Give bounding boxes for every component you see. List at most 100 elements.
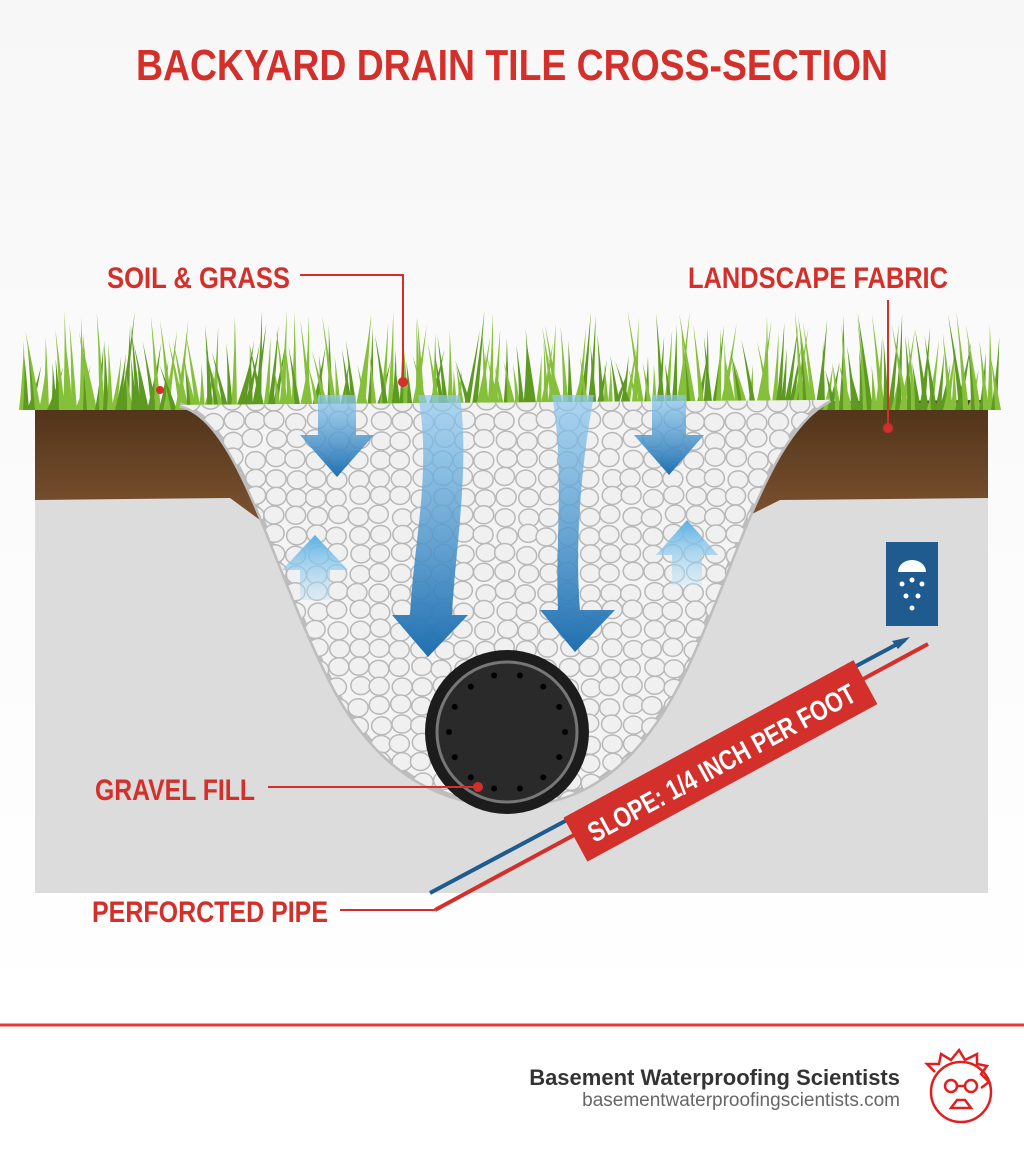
perforated-pipe-label: PERFORCTED PIPE — [92, 896, 328, 929]
gravel-stone — [601, 621, 624, 642]
gravel-stone — [661, 637, 684, 658]
grass-blade — [628, 368, 641, 410]
gravel-stone — [664, 504, 687, 524]
pipe-perforation — [467, 683, 474, 690]
grass-blade — [987, 323, 993, 410]
gravel-stone — [621, 675, 643, 696]
grass-blade — [427, 342, 441, 410]
gravel-stone — [390, 469, 412, 489]
gravel-stone — [347, 698, 369, 718]
gravel-stone — [704, 447, 726, 467]
gravel-stone — [578, 657, 601, 678]
gravel-stone — [392, 524, 414, 545]
grass-blade — [142, 341, 157, 410]
gravel-stone — [622, 449, 645, 470]
gravel-stone — [685, 486, 708, 506]
grass-blade — [447, 330, 453, 410]
gravel-stone — [664, 619, 686, 640]
gravel-stone — [325, 599, 348, 620]
gravel-stone — [496, 601, 518, 621]
grass-blade — [103, 340, 109, 410]
soil-grass-label: SOIL & GRASS — [107, 262, 290, 295]
grass-blade — [345, 340, 357, 410]
gravel-stone — [452, 561, 475, 582]
gravel-stone — [368, 676, 390, 697]
grass-blade — [679, 313, 697, 410]
gravel-stone — [325, 526, 347, 547]
grass-blade — [231, 315, 237, 410]
rain-shower-icon — [886, 542, 938, 626]
gravel-stone — [349, 620, 372, 641]
gravel-stone — [370, 411, 393, 431]
gravel-stone — [599, 504, 621, 525]
gravel-stone — [369, 450, 392, 470]
brand-url[interactable]: basementwaterproofingscientists.com — [582, 1090, 900, 1111]
grass-blade — [935, 352, 945, 410]
grass-blade — [663, 330, 673, 410]
grass-blade — [107, 342, 113, 410]
pipe-perforation — [491, 672, 498, 679]
gravel-stone — [495, 487, 517, 507]
footer-brand: Basement Waterproofing Scientists baseme… — [529, 1066, 900, 1112]
grass-blade — [406, 361, 413, 410]
gravel-stone — [265, 447, 287, 468]
callout-dot — [156, 386, 164, 394]
pipe-perforation — [540, 683, 547, 690]
grass-blade — [284, 338, 293, 410]
grass-blade — [276, 329, 289, 410]
grass-blade — [111, 355, 122, 410]
gravel-stone — [347, 507, 370, 527]
grass-blade — [239, 340, 255, 410]
grass-blade — [115, 353, 126, 410]
gravel-stone — [497, 619, 519, 639]
gravel-stone — [620, 618, 642, 639]
gravel-stone — [643, 675, 666, 695]
gravel-stone — [349, 638, 371, 658]
gravel-stone — [350, 544, 372, 564]
grass-blade — [979, 340, 989, 410]
grass-blade — [951, 359, 957, 410]
grass-blade — [597, 334, 605, 410]
gravel-stone — [724, 429, 747, 449]
grass-blade — [857, 311, 873, 410]
gravel-stone — [619, 468, 641, 488]
gravel-stone — [389, 694, 412, 714]
gravel-stone — [265, 429, 288, 449]
gravel-stone — [622, 715, 645, 735]
gravel-stone — [641, 468, 664, 489]
pipe-perforation — [562, 729, 568, 735]
gravel-stone — [328, 639, 351, 659]
pipe-perforation — [540, 774, 547, 781]
grass-blade — [183, 361, 197, 410]
gravel-fill-label: GRAVEL FILL — [95, 774, 255, 807]
grass-blade — [567, 340, 573, 410]
gravel-stone — [368, 562, 390, 583]
gravel-stone — [685, 504, 708, 525]
gravel-stone — [304, 488, 327, 508]
gravel-stone — [475, 542, 497, 563]
water-flow-arrow-icon — [634, 395, 704, 475]
grass-blade — [391, 349, 397, 410]
grass-blade — [379, 322, 389, 410]
gravel-stone — [307, 602, 329, 622]
gravel-stone — [494, 507, 516, 528]
gravel-stone — [388, 640, 410, 660]
grass-blade — [675, 311, 690, 410]
gravel-stone — [598, 447, 620, 468]
gravel-stone — [391, 677, 413, 697]
grass-blade — [185, 332, 201, 410]
grass-blade — [263, 336, 271, 410]
grass-blade — [503, 361, 517, 410]
gravel-stone — [328, 657, 350, 677]
water-up-arrow-icon — [282, 535, 348, 600]
gravel-stone — [370, 716, 393, 736]
grass-blade — [51, 362, 57, 410]
gravel-stone — [346, 582, 368, 603]
gravel-stone — [244, 450, 267, 471]
grass-blade — [803, 322, 817, 410]
water-flow-arrow-icon — [392, 395, 468, 657]
page-title: BACKYARD DRAIN TILE CROSS-SECTION — [136, 41, 888, 90]
gravel-stone — [327, 621, 349, 641]
gravel-stone — [285, 488, 308, 508]
